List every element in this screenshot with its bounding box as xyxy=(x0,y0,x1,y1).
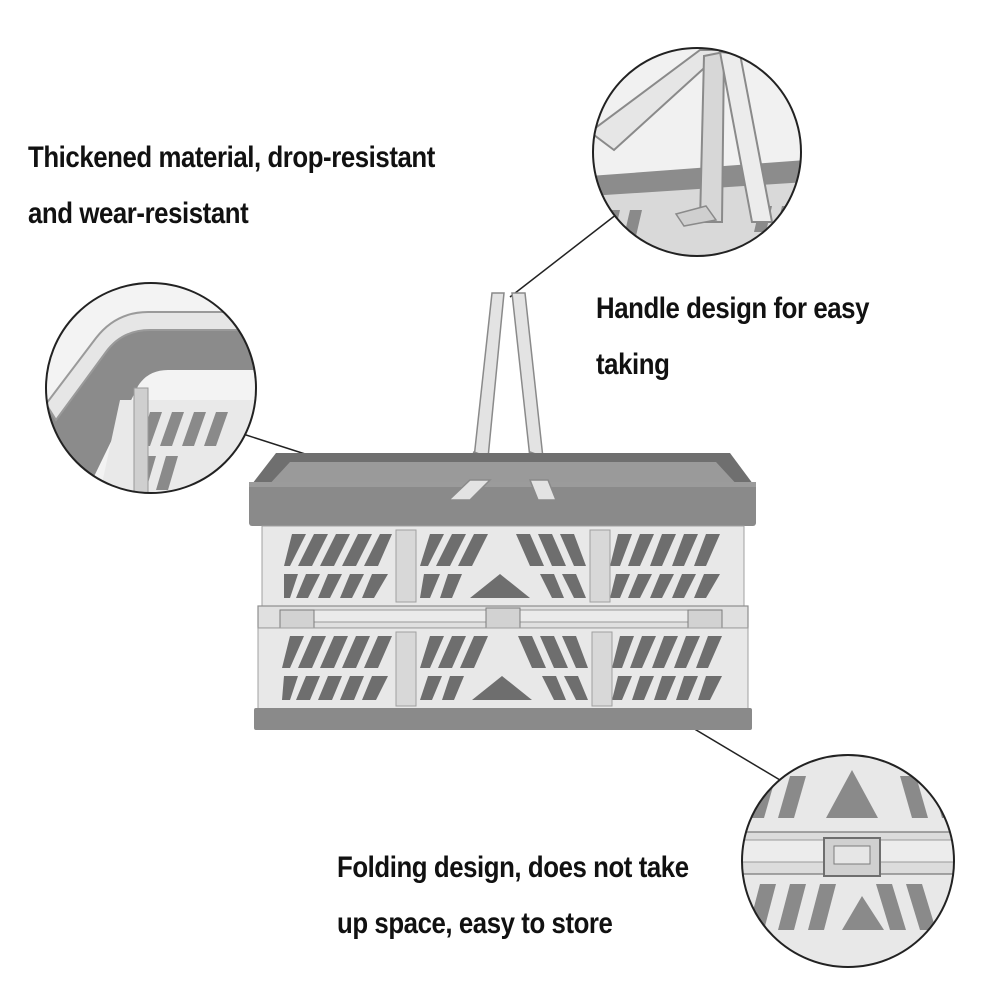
caption-handle-line1: Handle design for easy xyxy=(596,292,869,325)
zoom-folding-detail xyxy=(741,754,955,968)
caption-folding-line2: up space, easy to store xyxy=(337,907,613,940)
caption-material-line1: Thickened material, drop-resistant xyxy=(28,141,435,174)
caption-handle-line2: taking xyxy=(596,348,670,381)
callout-line-handle xyxy=(509,213,618,298)
basket-base xyxy=(254,708,752,730)
fold-hinge-bar xyxy=(257,605,749,631)
caption-material: Thickened material, drop-resistant and w… xyxy=(28,130,435,242)
basket-lower-panel xyxy=(257,627,749,711)
caption-handle: Handle design for easy taking xyxy=(596,281,869,393)
basket-upper-panel xyxy=(261,525,745,607)
caption-folding: Folding design, does not take up space, … xyxy=(337,840,689,952)
caption-material-line2: and wear-resistant xyxy=(28,197,249,230)
basket-rim xyxy=(249,453,756,526)
zoom-rim-detail xyxy=(45,282,257,494)
folding-basket xyxy=(249,292,756,730)
zoom-handle-detail xyxy=(592,47,802,257)
caption-folding-line1: Folding design, does not take xyxy=(337,851,689,884)
